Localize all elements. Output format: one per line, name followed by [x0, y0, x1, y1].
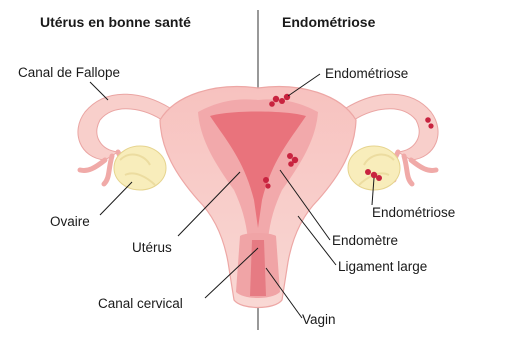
- label-ovary: Ovaire: [50, 214, 90, 229]
- label-fallopian-tube: Canal de Fallope: [18, 65, 120, 80]
- label-vagina: Vagin: [302, 312, 336, 327]
- label-broad-ligament: Ligament large: [338, 259, 427, 274]
- label-uterus: Utérus: [132, 240, 172, 255]
- label-endometrium: Endomètre: [332, 233, 398, 248]
- label-cervical-canal: Canal cervical: [98, 296, 183, 311]
- label-endometriosis-ovary: Endométriose: [372, 205, 455, 220]
- left-ovary: [114, 146, 166, 190]
- heading-healthy: Utérus en bonne santé: [40, 14, 191, 30]
- label-endometriosis-top: Endométriose: [325, 66, 408, 81]
- heading-endometriosis: Endométriose: [282, 14, 375, 30]
